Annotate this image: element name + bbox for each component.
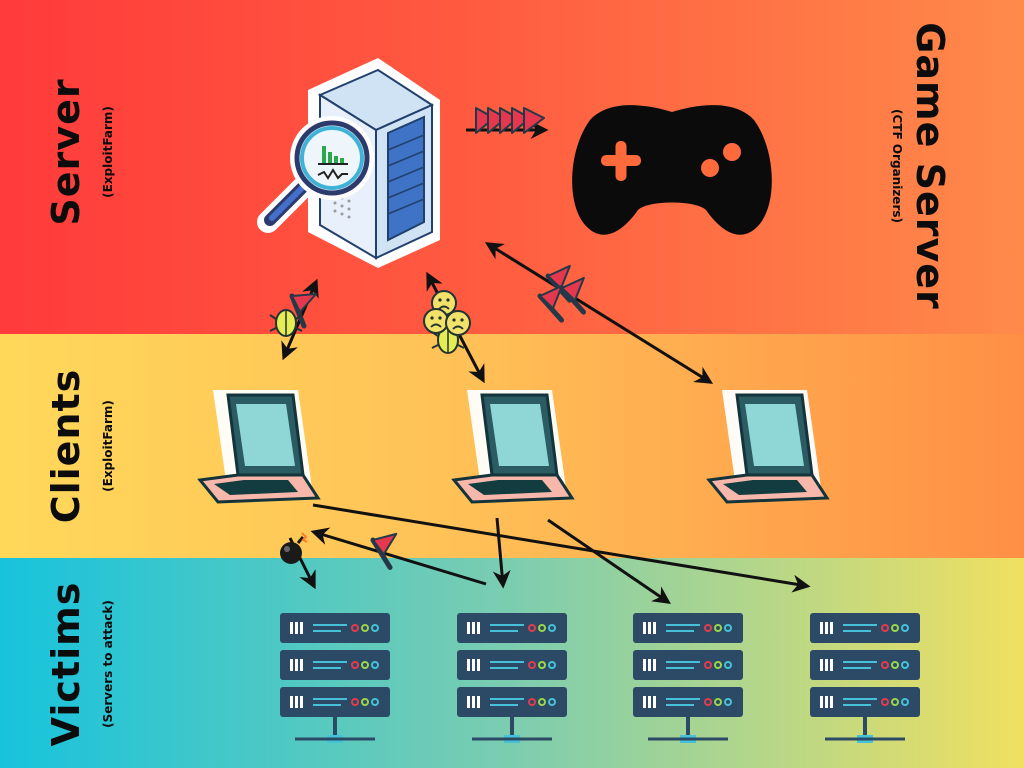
victim-server-3 (631, 611, 745, 745)
victim-server-4 (808, 611, 922, 745)
client-laptop-3 (707, 388, 829, 504)
arrow-client1-victim4 (312, 503, 811, 593)
arrow-victim-client1 (310, 527, 487, 586)
client-laptop-1 (198, 388, 320, 504)
client-laptop-2 (452, 388, 574, 504)
flags-submit-group (466, 107, 549, 139)
arrow-client2-victim2 (492, 517, 511, 589)
magnifier-chart-icon (257, 116, 374, 233)
gamepad-icon (572, 105, 772, 235)
flags-to-gameserver (539, 266, 594, 324)
arrow-client2-victim3 (547, 518, 671, 605)
victim-server-2 (455, 611, 569, 745)
victim-server-1 (278, 611, 392, 745)
arrow-gameserver-client3 (484, 242, 714, 384)
bomb-icon (280, 532, 308, 564)
